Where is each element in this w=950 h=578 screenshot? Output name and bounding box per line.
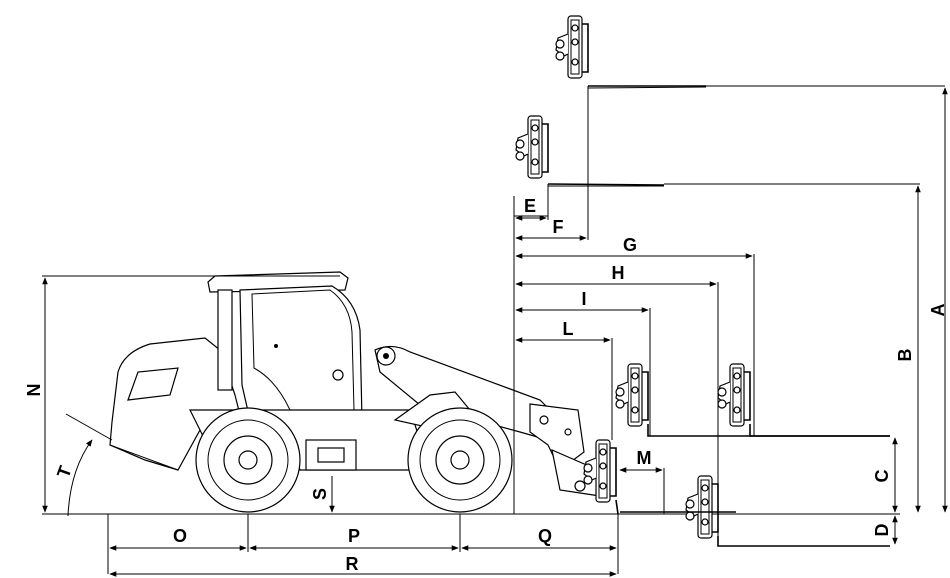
label-m: M xyxy=(637,448,652,468)
label-h: H xyxy=(612,263,625,283)
label-n: N xyxy=(24,384,44,397)
label-l: L xyxy=(563,319,574,339)
label-d: D xyxy=(872,524,892,537)
dimension-lines xyxy=(42,85,948,577)
label-g: G xyxy=(623,235,637,255)
label-s: S xyxy=(310,488,330,500)
label-e: E xyxy=(524,196,536,216)
label-o: O xyxy=(173,526,187,546)
label-q: Q xyxy=(538,526,552,546)
label-b: B xyxy=(895,349,915,362)
label-r: R xyxy=(346,554,359,574)
label-i: I xyxy=(581,289,586,309)
label-p: P xyxy=(348,526,360,546)
label-f: F xyxy=(553,217,564,237)
label-a: A xyxy=(928,304,948,317)
label-c: C xyxy=(872,470,892,483)
loader-illustration xyxy=(109,271,619,515)
label-t: T xyxy=(53,463,76,480)
dimension-letters: A B C D E F G H I L M N O P Q R S T xyxy=(24,196,948,574)
